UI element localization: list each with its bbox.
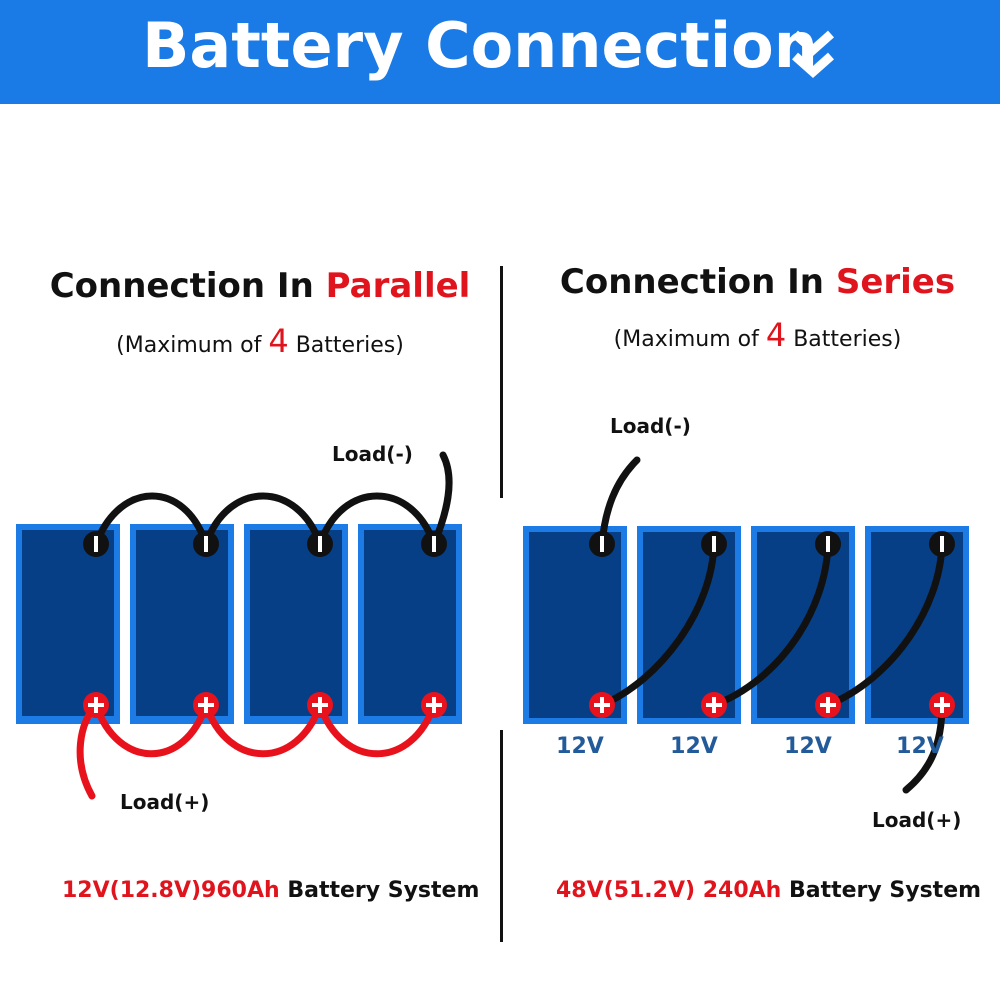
page-title: Battery Connection	[142, 9, 818, 82]
positive-terminal-icon	[193, 692, 219, 718]
parallel-battery-2	[130, 524, 234, 724]
negative-terminal-icon	[701, 531, 727, 557]
series-subtitle-close: Batteries)	[786, 327, 902, 352]
parallel-system-label: Battery System	[279, 878, 480, 903]
negative-terminal-icon	[307, 531, 333, 557]
series-load-negative-label: Load(-)	[610, 414, 691, 438]
parallel-system-spec: 12V(12.8V)960Ah	[62, 878, 280, 903]
series-battery-1	[523, 526, 627, 724]
positive-terminal-icon	[307, 692, 333, 718]
negative-terminal-icon	[193, 531, 219, 557]
negative-terminal-icon	[83, 531, 109, 557]
series-battery-3	[751, 526, 855, 724]
positive-terminal-icon	[815, 692, 841, 718]
parallel-subtitle-close: Batteries)	[288, 333, 404, 358]
series-load-positive-label: Load(+)	[872, 808, 962, 832]
positive-terminal-icon	[701, 692, 727, 718]
parallel-battery-3	[244, 524, 348, 724]
series-battery-bank	[523, 526, 969, 724]
series-voltage-label-4: 12V	[896, 734, 944, 759]
parallel-heading-prefix: Connection In	[49, 266, 326, 306]
series-heading-highlight: Series	[835, 262, 956, 302]
parallel-terminals	[83, 531, 447, 718]
parallel-load-negative-label: Load(-)	[332, 442, 413, 466]
series-voltage-label-1: 12V	[556, 734, 604, 759]
header-banner: Battery Connection	[0, 0, 1000, 104]
parallel-max-number: 4	[268, 322, 289, 360]
series-link-wire-3	[824, 540, 946, 709]
series-heading: Connection In Series	[520, 260, 995, 304]
series-heading-prefix: Connection In	[559, 262, 836, 302]
parallel-subtitle: (Maximum of 4 Batteries)	[30, 325, 490, 361]
parallel-battery-1	[16, 524, 120, 724]
section-divider-bottom	[500, 730, 503, 942]
series-terminals	[589, 531, 955, 718]
negative-terminal-icon	[815, 531, 841, 557]
parallel-subtitle-open: (Maximum of	[116, 333, 269, 358]
series-link-wire-2	[710, 540, 832, 709]
parallel-battery-bank	[16, 524, 462, 724]
negative-terminal-icon	[421, 531, 447, 557]
parallel-heading-highlight: Parallel	[325, 266, 471, 306]
parallel-load-positive-label: Load(+)	[120, 790, 210, 814]
series-system-summary: 48V(51.2V) 240Ah Battery System	[556, 878, 981, 903]
parallel-battery-4	[358, 524, 462, 724]
series-system-label: Battery System	[781, 878, 982, 903]
series-voltage-label-3: 12V	[784, 734, 832, 759]
positive-terminal-icon	[421, 692, 447, 718]
positive-terminal-icon	[929, 692, 955, 718]
parallel-system-summary: 12V(12.8V)960Ah Battery System	[62, 878, 479, 903]
series-subtitle-open: (Maximum of	[613, 327, 766, 352]
series-max-number: 4	[765, 316, 787, 354]
series-system-spec: 48V(51.2V) 240Ah	[556, 878, 782, 903]
series-link-wire-1	[598, 540, 718, 709]
negative-terminal-icon	[929, 531, 955, 557]
negative-terminal-icon	[589, 531, 615, 557]
double-chevron-down-icon	[792, 30, 834, 79]
positive-terminal-icon	[83, 692, 109, 718]
series-voltage-label-2: 12V	[670, 734, 718, 759]
parallel-heading: Connection In Parallel	[30, 264, 490, 308]
positive-terminal-icon	[589, 692, 615, 718]
series-subtitle: (Maximum of 4 Batteries)	[520, 319, 995, 355]
section-divider-top	[500, 266, 503, 498]
